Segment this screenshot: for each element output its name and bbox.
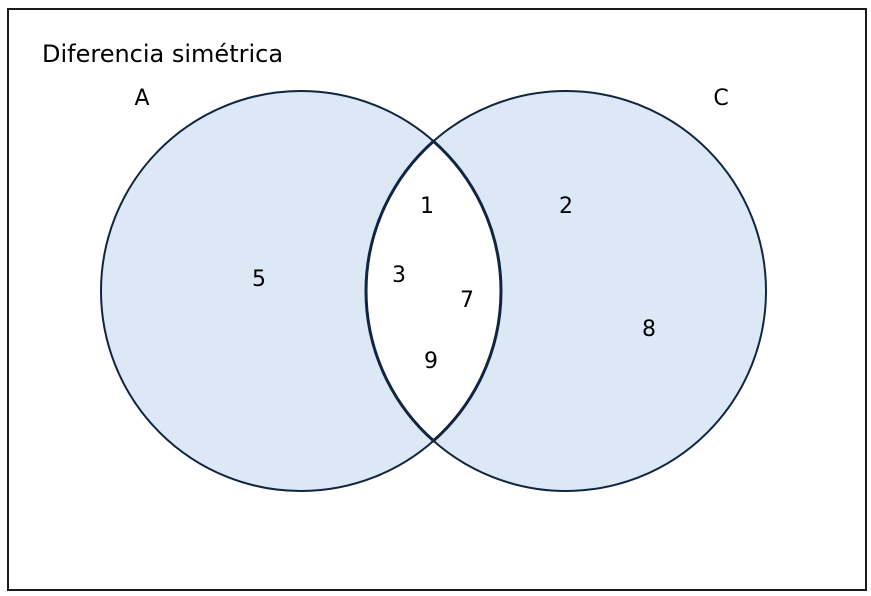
set-c-label: C	[713, 86, 728, 111]
element-intersection-1: 1	[420, 194, 434, 219]
element-a-only-5: 5	[252, 267, 266, 292]
intersection-outline	[364, 139, 503, 443]
element-c-only-2: 2	[559, 194, 573, 219]
element-intersection-3: 3	[392, 263, 406, 288]
intersection-region	[366, 91, 501, 491]
set-a-label: A	[134, 86, 149, 111]
element-intersection-7: 7	[460, 288, 474, 313]
diagram-title: Diferencia simétrica	[42, 40, 283, 68]
element-c-only-8: 8	[642, 317, 656, 342]
element-intersection-9: 9	[424, 349, 438, 374]
